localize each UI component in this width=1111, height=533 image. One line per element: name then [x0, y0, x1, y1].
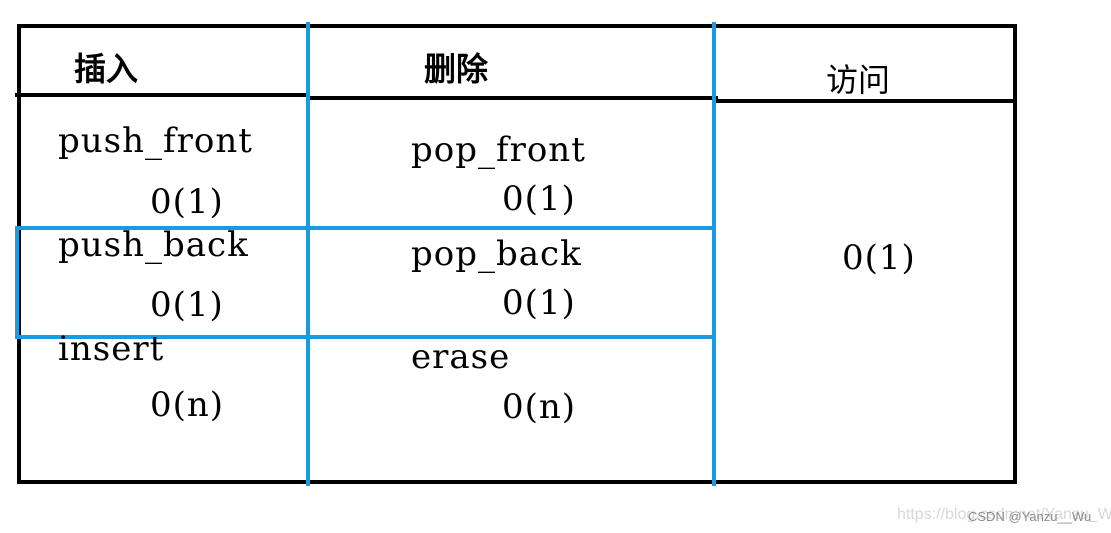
watermark-url: https://blog.csdn.net/Yanzu_Wu [897, 506, 1111, 523]
highlight-row-bottom [15, 335, 716, 339]
complexity-access: 0(1) [842, 238, 916, 278]
table-border-right [1013, 24, 1017, 484]
header-access: 访问 [826, 61, 891, 99]
op-pop-front: pop_front [411, 130, 586, 170]
header-delete: 删除 [424, 50, 489, 88]
table-border-top [17, 24, 1017, 28]
op-pop-back: pop_back [411, 234, 582, 274]
op-erase: erase [411, 337, 511, 377]
complexity-erase: 0(n) [502, 387, 577, 427]
watermark-label: CSDN @Yanzu__Wu [968, 509, 1092, 524]
op-push-back: push_back [58, 225, 249, 265]
op-insert: insert [58, 329, 165, 369]
highlight-row-top [15, 226, 716, 230]
header-divider-mid [308, 96, 718, 100]
column-divider-1 [306, 22, 310, 486]
complexity-insert: 0(n) [150, 385, 225, 425]
header-insert: 插入 [74, 50, 139, 88]
op-push-front: push_front [58, 121, 253, 161]
header-divider-left [15, 93, 310, 97]
column-divider-2 [712, 22, 716, 486]
complexity-pop-front: 0(1) [502, 179, 576, 219]
complexity-push-back: 0(1) [150, 285, 224, 325]
highlight-row-left [15, 226, 19, 339]
complexity-push-front: 0(1) [150, 182, 224, 222]
header-divider-right [715, 99, 1015, 103]
table-border-left [17, 24, 21, 484]
table-border-bottom [17, 480, 1017, 484]
complexity-pop-back: 0(1) [502, 283, 576, 323]
